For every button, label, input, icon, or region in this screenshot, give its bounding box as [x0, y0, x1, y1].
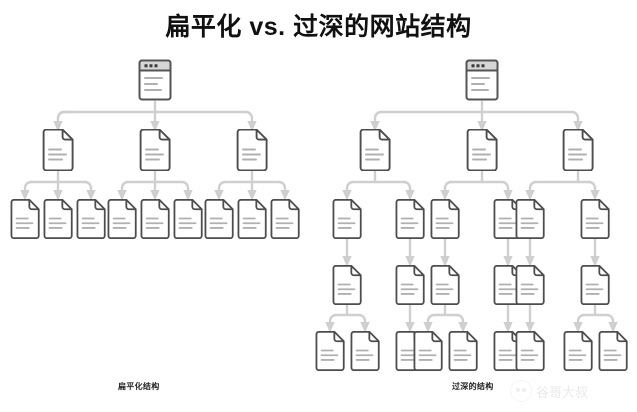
panda-logo-icon	[510, 380, 532, 402]
flat-leaf-node[interactable]	[140, 199, 170, 239]
deep-l2-node[interactable]	[466, 129, 498, 171]
flat-leaf-node[interactable]	[270, 199, 300, 239]
deep-l4-node[interactable]	[332, 265, 362, 305]
watermark: 谷哥大叔	[510, 378, 632, 404]
deep-structure-caption: 过深的结构	[452, 382, 494, 391]
deep-root-node[interactable]	[465, 59, 499, 101]
flat-leaf-node[interactable]	[107, 199, 137, 239]
flat-root-node[interactable]	[138, 59, 172, 101]
flat-leaf-node[interactable]	[173, 199, 203, 239]
flat-leaf-node[interactable]	[43, 199, 73, 239]
deep-l5-node[interactable]	[413, 331, 443, 371]
deep-l3-node[interactable]	[580, 199, 610, 239]
flat-leaf-node[interactable]	[237, 199, 267, 239]
deep-l5-node[interactable]	[350, 331, 380, 371]
deep-l3-node[interactable]	[515, 199, 545, 239]
flat-leaf-node[interactable]	[10, 199, 40, 239]
flat-l2-node[interactable]	[236, 129, 268, 171]
deep-l5-node[interactable]	[563, 331, 593, 371]
flat-leaf-node[interactable]	[204, 199, 234, 239]
deep-l5-node[interactable]	[598, 331, 628, 371]
deep-l4-node[interactable]	[430, 265, 460, 305]
deep-l5-node[interactable]	[448, 331, 478, 371]
deep-l2-node[interactable]	[562, 129, 594, 171]
deep-l4-node[interactable]	[515, 265, 545, 305]
page-title: 扁平化 vs. 过深的网站结构	[165, 13, 472, 41]
flat-l2-node[interactable]	[42, 129, 74, 171]
flat-tree-nodes	[10, 59, 300, 239]
deep-l3-node[interactable]	[332, 199, 362, 239]
deep-tree-nodes	[315, 59, 628, 371]
deep-l4-node[interactable]	[580, 265, 610, 305]
watermark-text: 谷哥大叔	[536, 384, 589, 400]
deep-l5-node[interactable]	[515, 331, 545, 371]
deep-l4-node[interactable]	[395, 265, 425, 305]
deep-l3-node[interactable]	[395, 199, 425, 239]
deep-l2-node[interactable]	[359, 129, 391, 171]
deep-tree-connectors	[325, 100, 618, 333]
deep-l5-node[interactable]	[315, 331, 345, 371]
deep-l3-node[interactable]	[430, 199, 460, 239]
flat-structure-caption: 扁平化结构	[118, 382, 160, 391]
flat-leaf-node[interactable]	[76, 199, 106, 239]
flat-l2-node[interactable]	[139, 129, 171, 171]
flat-tree-connectors	[20, 100, 290, 201]
